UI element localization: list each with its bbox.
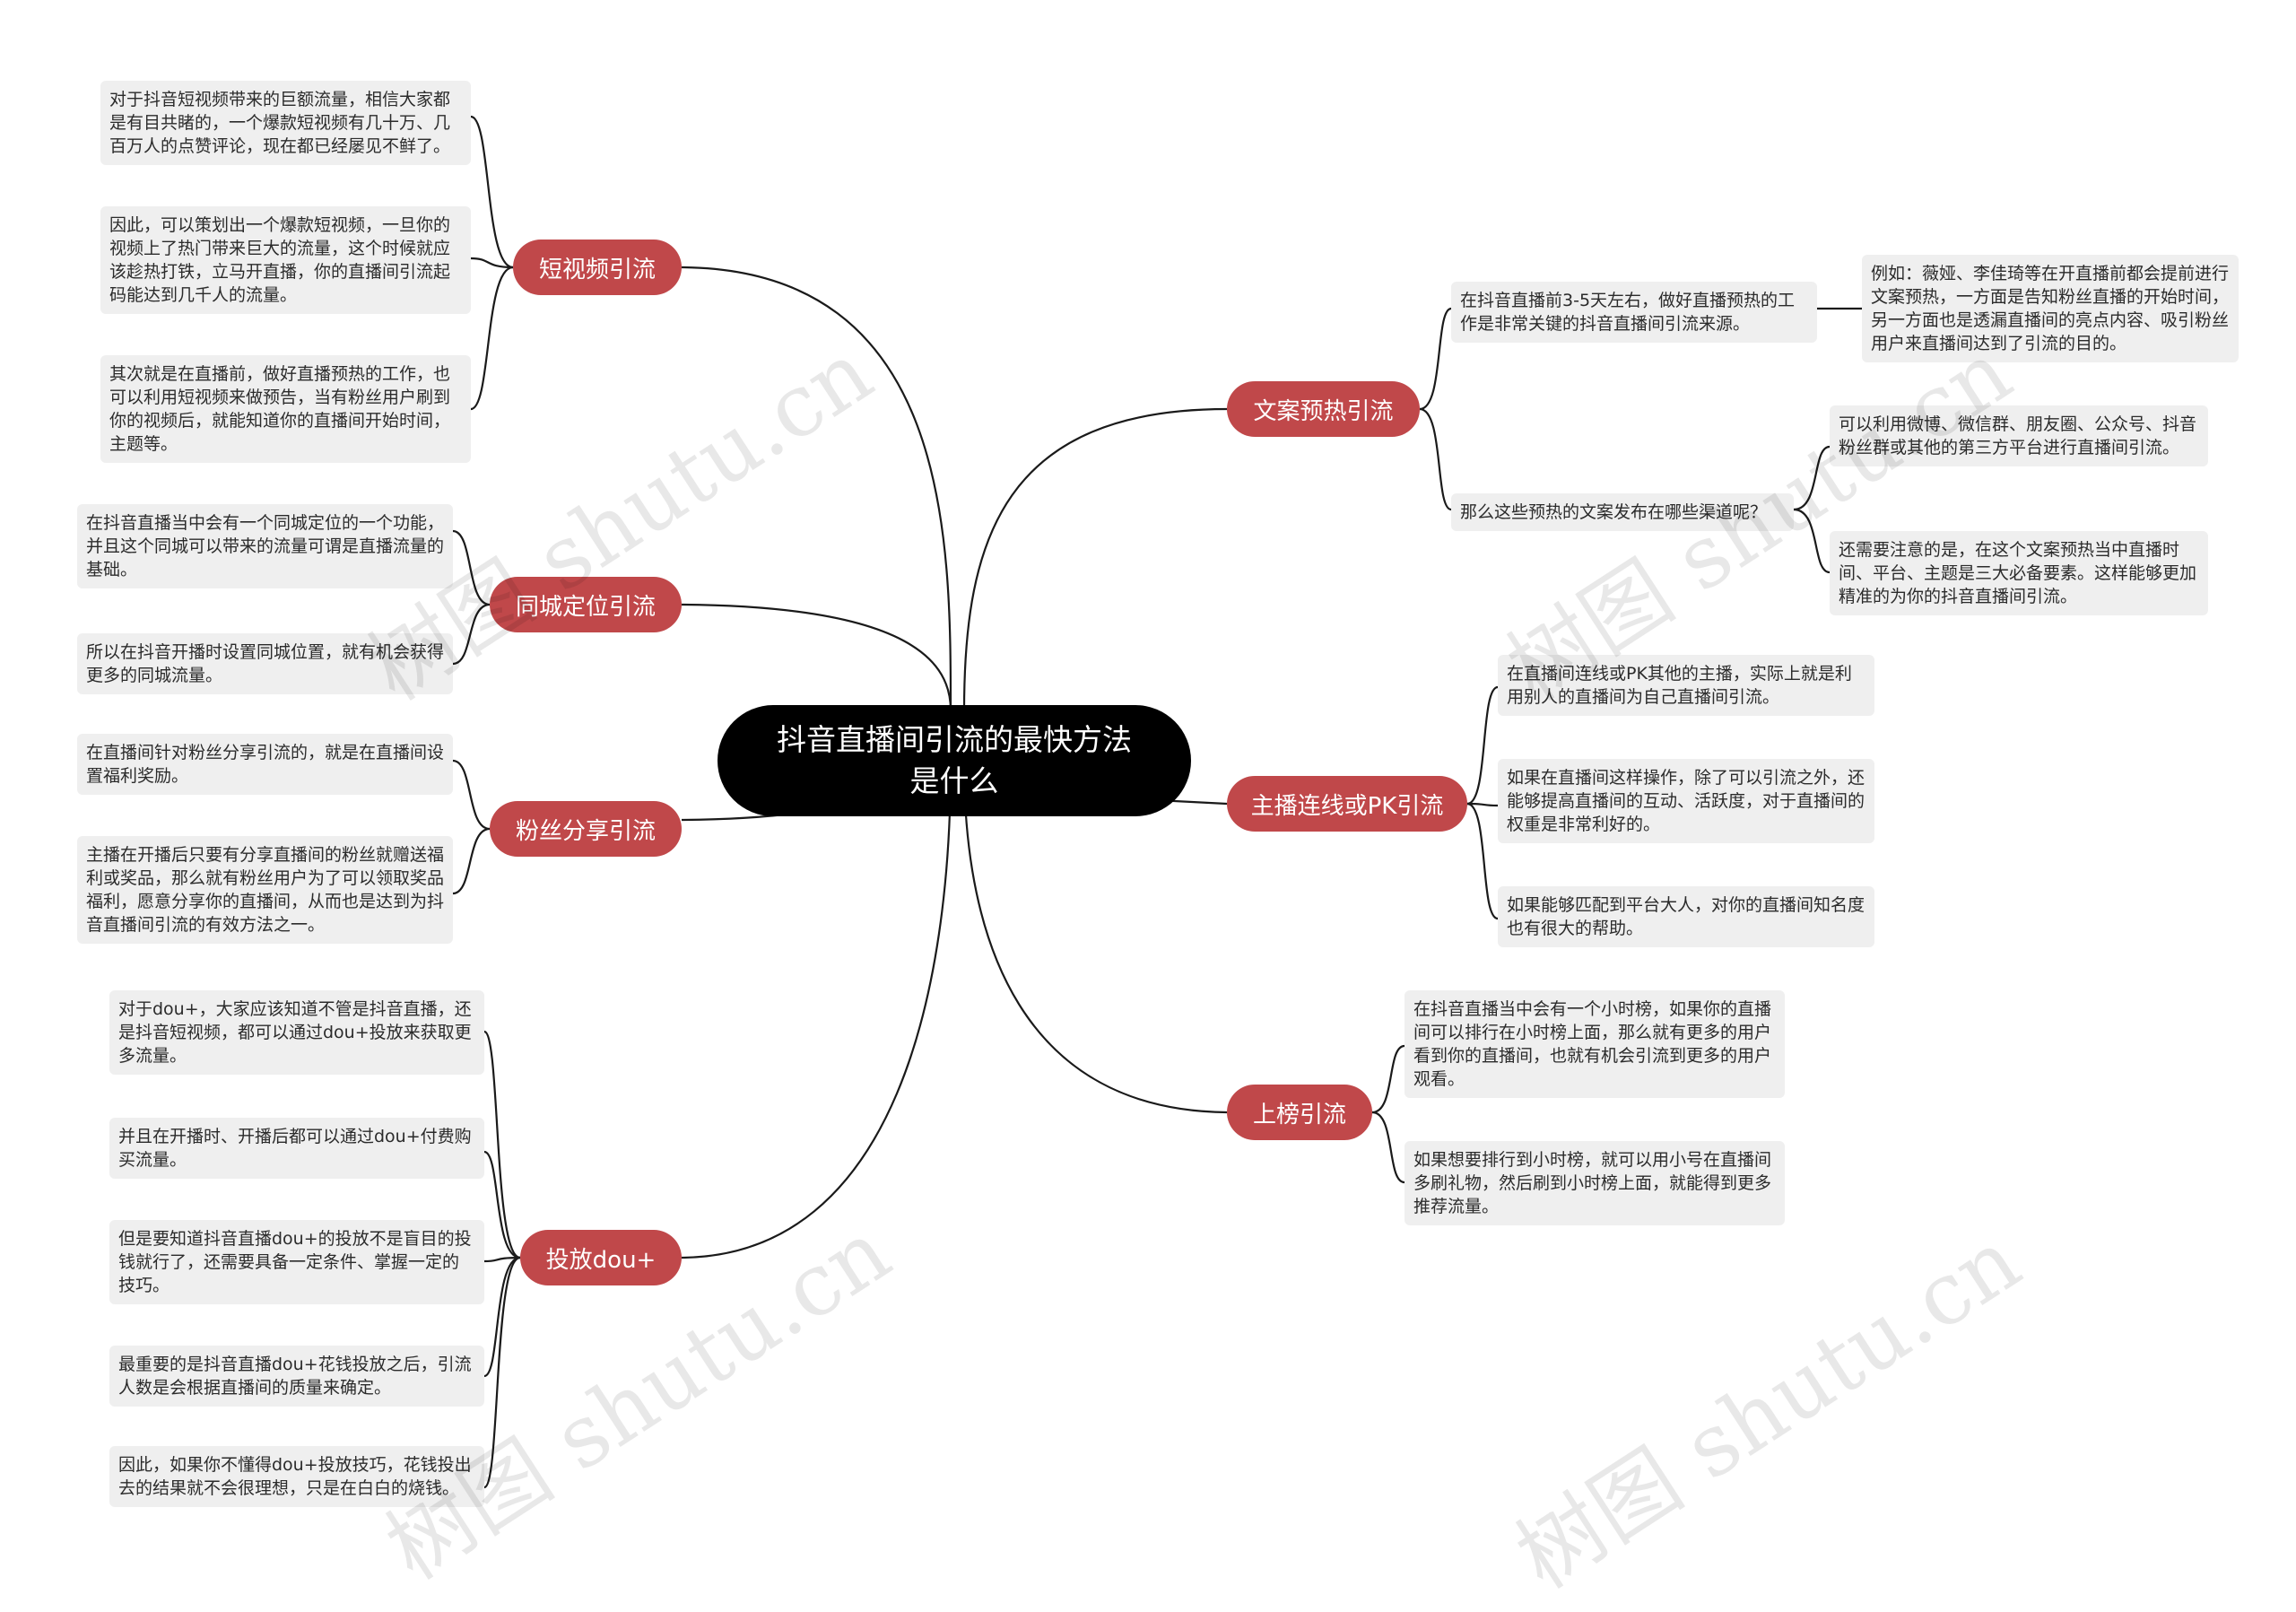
leaf-copy-1-detail: 例如：薇娅、李佳琦等在开直播前都会提前进行文案预热，一方面是告知粉丝直播的开始时… (1862, 255, 2239, 362)
leaf-rank-1: 在抖音直播当中会有一个小时榜，如果你的直播间可以排行在小时榜上面，那么就有更多的… (1405, 990, 1785, 1098)
leaf-pk-1: 在直播间连线或PK其他的主播，实际上就是利用别人的直播间为自己直播间引流。 (1498, 655, 1874, 716)
leaf-short-video-3: 其次就是在直播前，做好直播预热的工作，也可以利用短视频来做预告，当有粉丝用户刷到… (100, 355, 471, 463)
leaf-short-video-1: 对于抖音短视频带来的巨额流量，相信大家都是有目共睹的，一个爆款短视频有几十万、几… (100, 81, 471, 165)
leaf-dou-1: 对于dou+，大家应该知道不管是抖音直播，还是抖音短视频，都可以通过dou+投放… (109, 990, 484, 1075)
branch-short-video[interactable]: 短视频引流 (513, 240, 682, 295)
branch-dou-plus[interactable]: 投放dou+ (520, 1230, 682, 1285)
leaf-dou-4: 最重要的是抖音直播dou+花钱投放之后，引流人数是会根据直播间的质量来确定。 (109, 1346, 484, 1407)
leaf-copy-1: 在抖音直播前3-5天左右，做好直播预热的工作是非常关键的抖音直播间引流来源。 (1451, 282, 1817, 343)
leaf-copy-2: 那么这些预热的文案发布在哪些渠道呢？ (1451, 493, 1794, 531)
branch-host-pk[interactable]: 主播连线或PK引流 (1227, 776, 1467, 832)
leaf-dou-2: 并且在开播时、开播后都可以通过dou+付费购买流量。 (109, 1118, 484, 1179)
branch-local-position[interactable]: 同城定位引流 (490, 577, 682, 632)
leaf-short-video-2: 因此，可以策划出一个爆款短视频，一旦你的视频上了热门带来巨大的流量，这个时候就应… (100, 206, 471, 314)
leaf-fan-1: 在直播间针对粉丝分享引流的，就是在直播间设置福利奖励。 (77, 734, 453, 795)
leaf-dou-5: 因此，如果你不懂得dou+投放技巧，花钱投出去的结果就不会很理想，只是在白白的烧… (109, 1446, 484, 1507)
leaf-pk-3: 如果能够匹配到平台大人，对你的直播间知名度也有很大的帮助。 (1498, 886, 1874, 947)
branch-ranking[interactable]: 上榜引流 (1227, 1085, 1372, 1140)
leaf-local-2: 所以在抖音开播时设置同城位置，就有机会获得更多的同城流量。 (77, 633, 453, 694)
watermark: 树图 shutu.cn (1499, 1209, 2038, 1608)
root-topic[interactable]: 抖音直播间引流的最快方法是什么 (718, 705, 1191, 816)
leaf-dou-3: 但是要知道抖音直播dou+的投放不是盲目的投钱就行了，还需要具备一定条件、掌握一… (109, 1220, 484, 1304)
leaf-fan-2: 主播在开播后只要有分享直播间的粉丝就赠送福利或奖品，那么就有粉丝用户为了可以领取… (77, 836, 453, 944)
leaf-copy-2-note: 还需要注意的是，在这个文案预热当中直播时间、平台、主题是三大必备要素。这样能够更… (1830, 531, 2208, 615)
leaf-local-1: 在抖音直播当中会有一个同城定位的一个功能，并且这个同城可以带来的流量可谓是直播流… (77, 504, 453, 588)
leaf-rank-2: 如果想要排行到小时榜，就可以用小号在直播间多刷礼物，然后刷到小时榜上面，就能得到… (1405, 1141, 1785, 1225)
branch-copy-warmup[interactable]: 文案预热引流 (1227, 381, 1420, 437)
leaf-pk-2: 如果在直播间这样操作，除了可以引流之外，还能够提高直播间的互动、活跃度，对于直播… (1498, 759, 1874, 843)
branch-fan-share[interactable]: 粉丝分享引流 (490, 801, 682, 857)
leaf-copy-2-channels: 可以利用微博、微信群、朋友圈、公众号、抖音粉丝群或其他的第三方平台进行直播间引流… (1830, 405, 2208, 466)
